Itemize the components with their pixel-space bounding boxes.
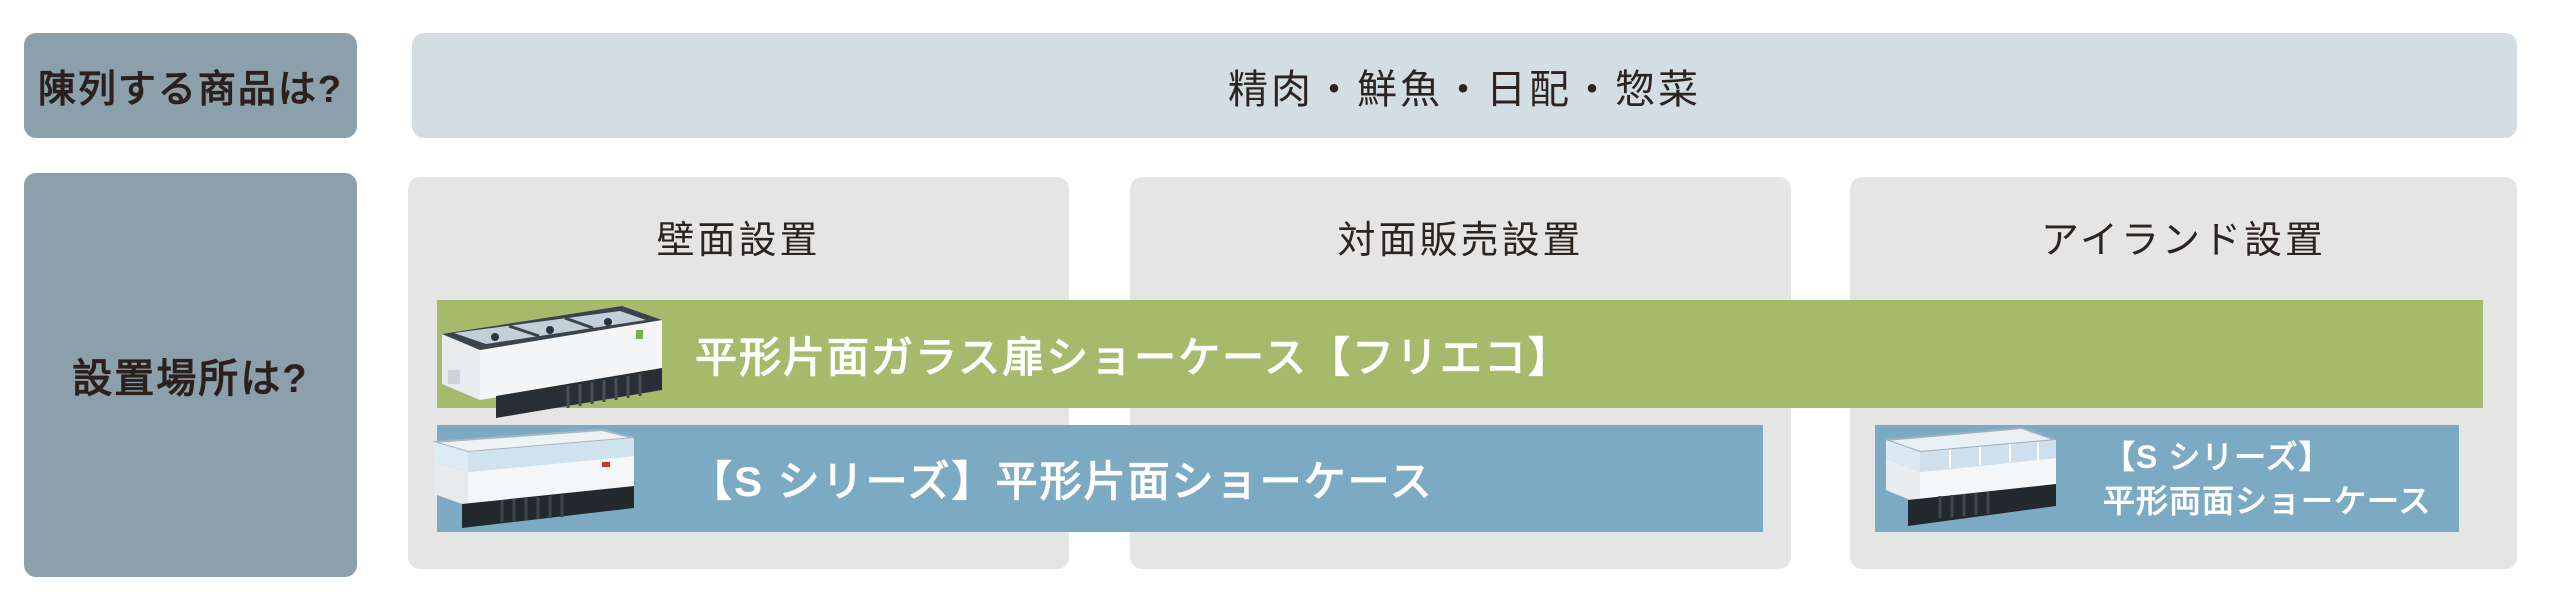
product-bar-s-series-single-sided-label: 【S シリーズ】平形片面ショーケース [690, 458, 1434, 505]
installation-location-question-label: 設置場所は? [72, 357, 309, 401]
product-card-s-series-double-sided-label: 【S シリーズ】 平形両面ショーケース [2103, 435, 2431, 523]
column-island-installation-label: アイランド設置 [2040, 220, 2327, 262]
product-card-label-line1: 【S シリーズ】 [2103, 438, 2332, 475]
column-wall-installation-label: 壁面設置 [656, 220, 821, 262]
products-answer-bar: 精肉・鮮魚・日配・惣菜 [412, 33, 2517, 138]
flat-glass-door-showcase-image [442, 306, 662, 418]
display-products-question-label: 陳列する商品は? [37, 69, 344, 111]
product-card-label-line2: 平形両面ショーケース [2103, 482, 2432, 519]
product-bar-s-series-single-sided[interactable]: 【S シリーズ】平形片面ショーケース [437, 425, 1763, 532]
installation-location-question-box: 設置場所は? [24, 173, 357, 577]
products-answer-label: 精肉・鮮魚・日配・惣菜 [1228, 67, 1701, 112]
flat-double-sided-showcase-image [1885, 426, 2057, 526]
display-products-question-box: 陳列する商品は? [24, 33, 357, 138]
product-bar-flat-glass-door-showcase-label: 平形片面ガラス扉ショーケース【フリエコ】 [695, 333, 1573, 381]
flat-single-sided-showcase-image [433, 428, 635, 528]
column-face-to-face-installation-label: 対面販売設置 [1337, 220, 1584, 262]
product-bar-flat-glass-door-showcase[interactable]: 平形片面ガラス扉ショーケース【フリエコ】 [437, 300, 2483, 408]
